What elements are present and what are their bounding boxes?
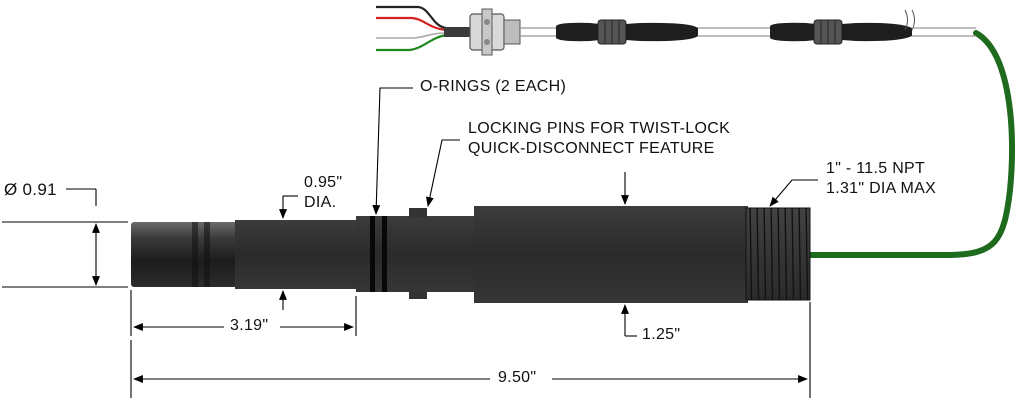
tip-length-label: 3.19" xyxy=(230,317,269,334)
wire-black xyxy=(376,5,447,30)
barrel-diameter-label-line1: 0.95" xyxy=(304,174,343,191)
molded-connector-1 xyxy=(556,22,600,42)
molded-connector-2 xyxy=(770,22,816,42)
o-rings-label: O-RINGS (2 EACH) xyxy=(420,78,567,95)
sensor-barrel xyxy=(235,220,358,289)
o-ring-2 xyxy=(382,216,387,292)
cable-assembly xyxy=(376,5,976,56)
wire-clear xyxy=(376,32,447,39)
sensor-tip xyxy=(131,222,237,287)
locking-pin-bottom xyxy=(409,291,427,299)
locking-pins-label-line1: LOCKING PINS FOR TWIST-LOCK xyxy=(468,120,731,137)
thread-spec-label-line1: 1" - 11.5 NPT xyxy=(826,160,926,177)
sensor-body xyxy=(131,206,811,303)
locking-pin-top xyxy=(409,208,427,218)
threaded-end xyxy=(746,208,810,300)
overall-length-label: 9.50" xyxy=(498,369,537,386)
thread-spec-label-line2: 1.31" DIA MAX xyxy=(826,180,937,197)
tip-diameter-label: Ø 0.91 xyxy=(4,180,57,199)
dimensions xyxy=(2,87,818,398)
sensor-housing xyxy=(474,206,748,303)
barrel-diameter-label-line2: DIA. xyxy=(304,194,337,211)
wire-green xyxy=(376,33,447,52)
housing-diameter-label: 1.25" xyxy=(642,326,681,343)
locking-pins-label-line2: QUICK-DISCONNECT FEATURE xyxy=(468,140,715,157)
green-cable xyxy=(807,30,1016,258)
o-ring-1 xyxy=(370,216,375,292)
wire-red xyxy=(376,16,447,32)
sensor-collar xyxy=(356,216,474,292)
